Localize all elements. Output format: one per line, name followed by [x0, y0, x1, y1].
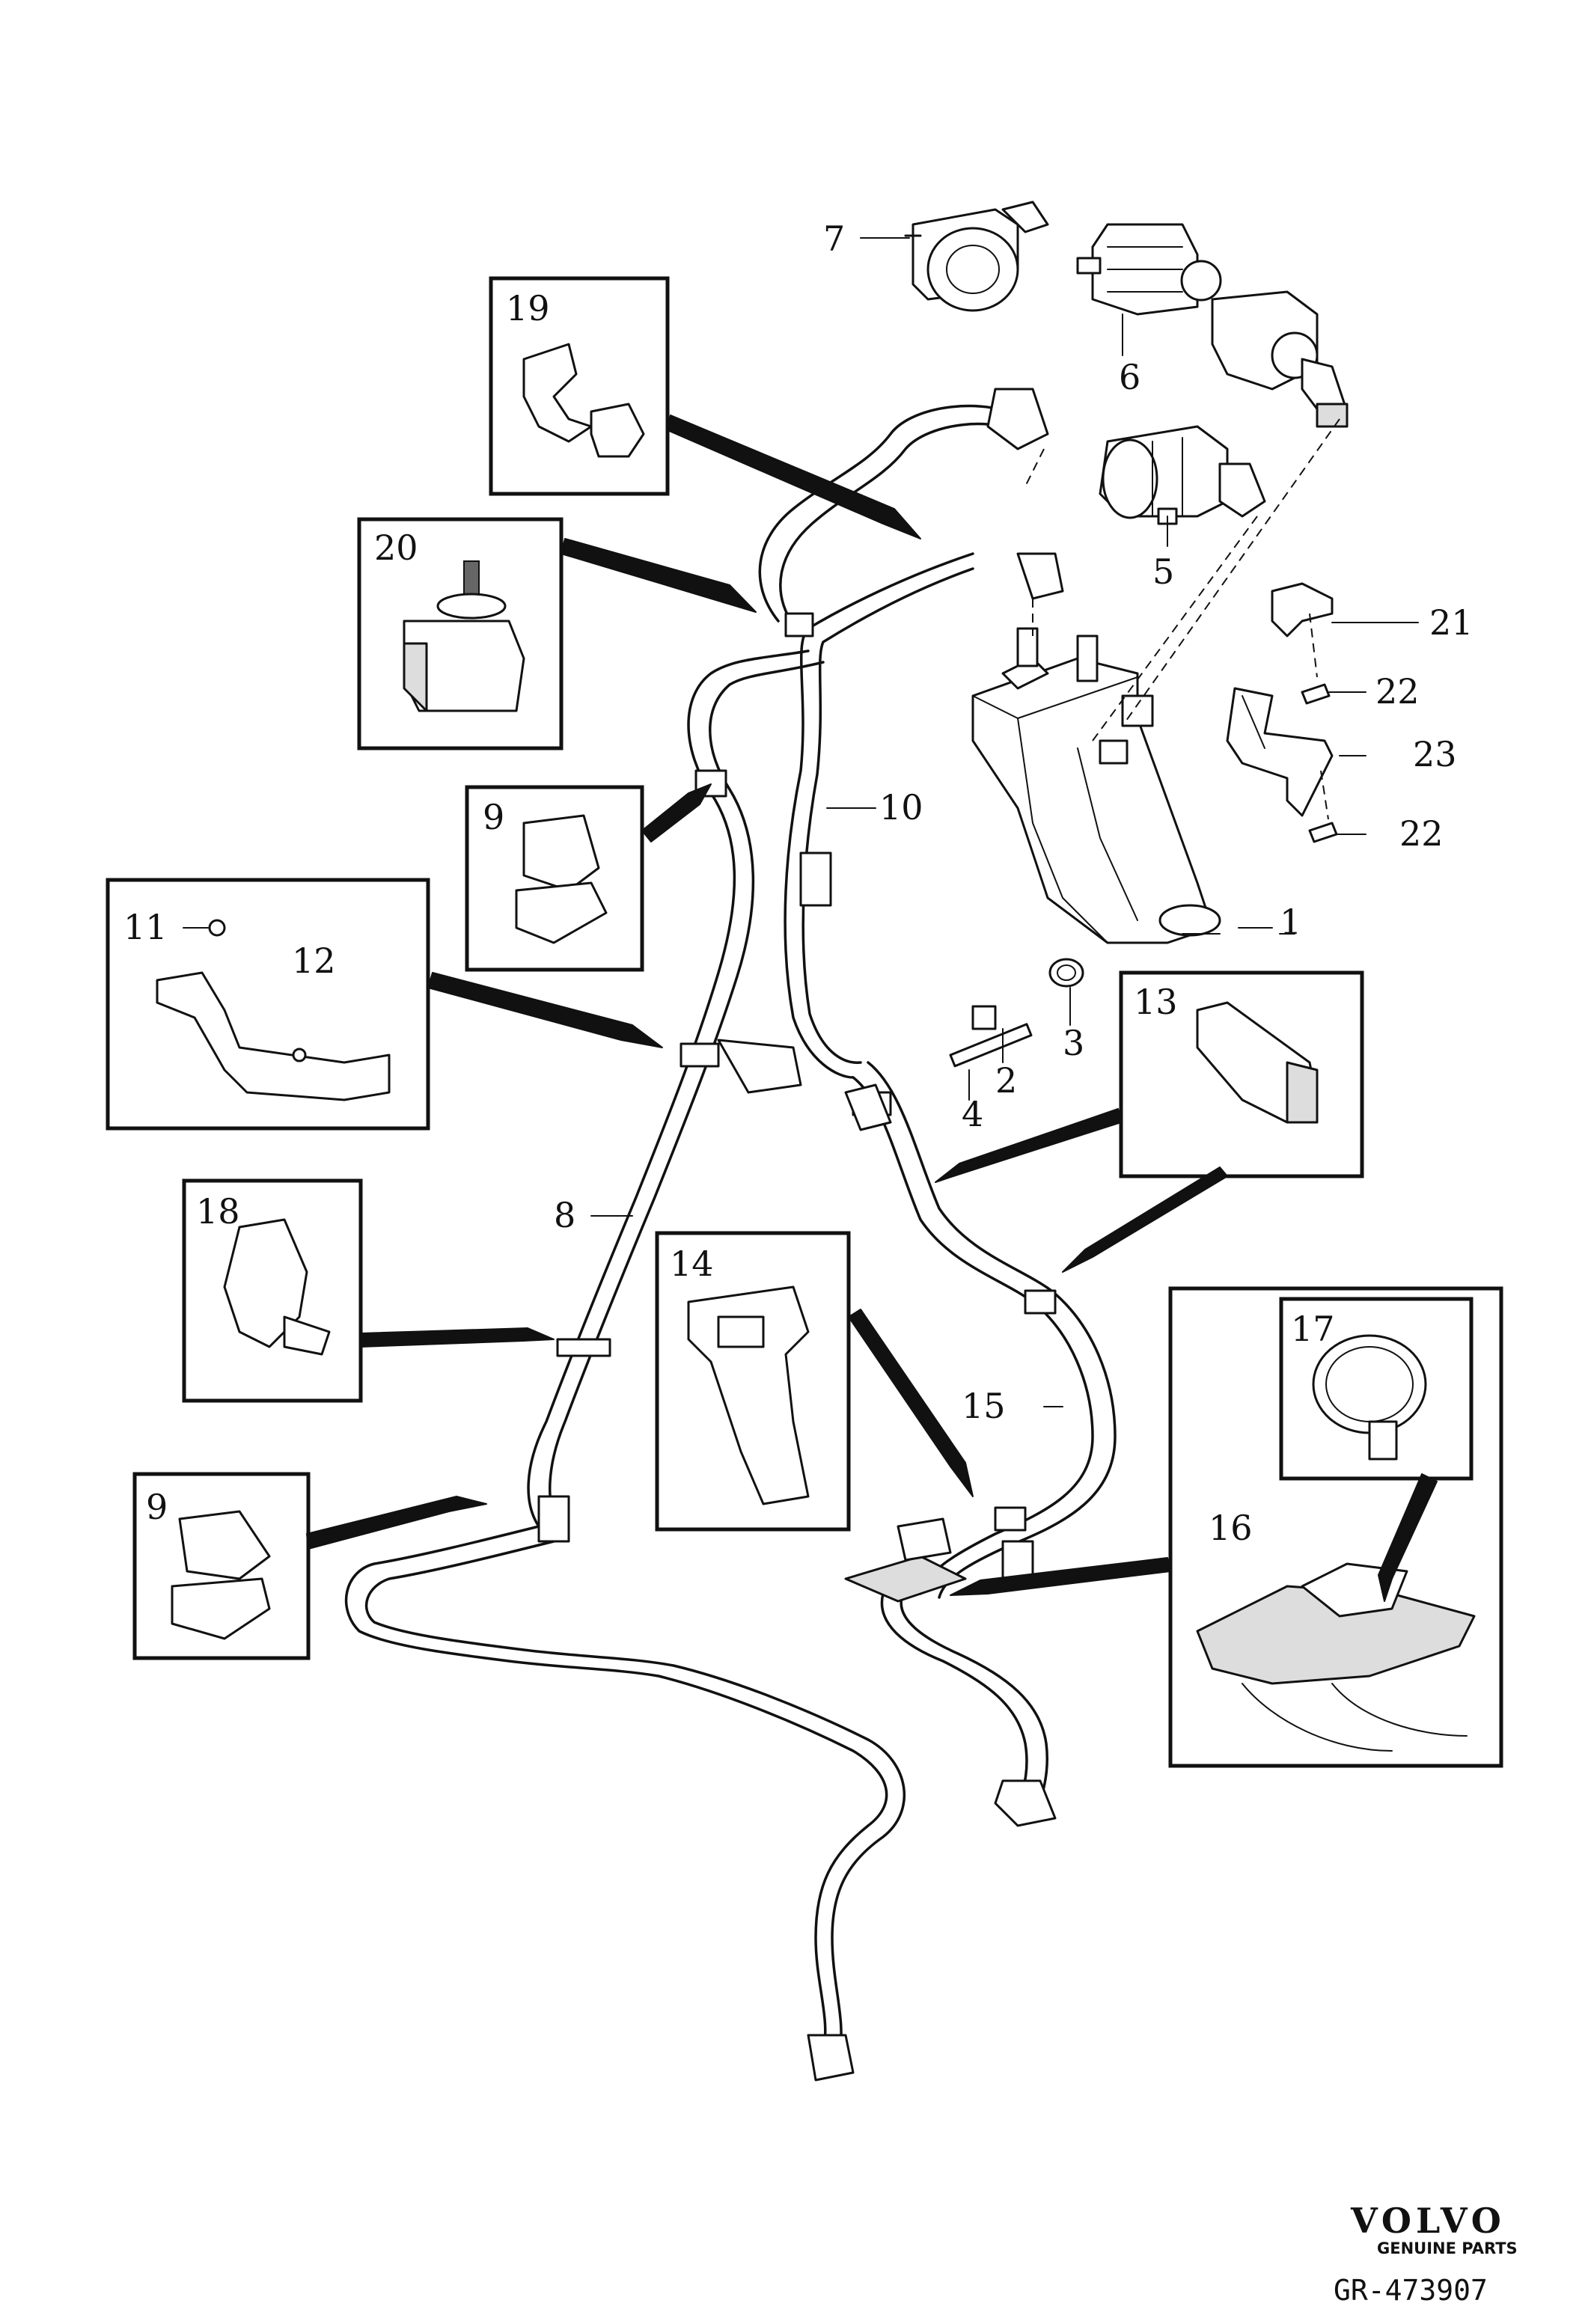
label-5: 5 — [1152, 551, 1174, 592]
label-14: 14 — [670, 1244, 714, 1284]
callout-box-9-upper — [465, 785, 644, 972]
bracket-23 — [1226, 687, 1334, 817]
label-21: 21 — [1429, 602, 1474, 643]
label-1: 1 — [1280, 902, 1301, 942]
label-22-lower: 22 — [1399, 813, 1444, 854]
callout-box-9-lower — [132, 1472, 311, 1660]
floor-mat-16 — [844, 1517, 967, 1603]
label-19: 19 — [506, 288, 550, 328]
bolts-22 — [1301, 683, 1338, 843]
hose-8 — [527, 649, 825, 1528]
label-18: 18 — [196, 1191, 240, 1232]
small-parts-2-3-4 — [949, 958, 1084, 1068]
diagram-reference: GR-473907 — [1334, 2274, 1488, 2307]
hose-10 — [784, 552, 974, 1079]
label-13: 13 — [1134, 982, 1178, 1022]
clip-21 — [1271, 582, 1334, 637]
part-6-valve — [1076, 223, 1222, 316]
label-4: 4 — [962, 1094, 983, 1134]
brand-block: VOLVO GENUINE PARTS GR-473907 — [1334, 2201, 1518, 2307]
hose-upper — [758, 404, 1027, 626]
callout-box-12 — [106, 878, 430, 1131]
label-12: 12 — [292, 941, 336, 981]
label-8: 8 — [554, 1195, 575, 1235]
hose-connectors — [807, 388, 1064, 2082]
dashed-lines — [224, 418, 1340, 1003]
callout-box-13 — [1119, 970, 1364, 1178]
part-7-filter — [904, 201, 1049, 312]
label-7: 7 — [823, 218, 845, 259]
label-9-upper: 9 — [483, 797, 504, 837]
label-15: 15 — [962, 1386, 1006, 1426]
label-22-upper: 22 — [1375, 671, 1420, 712]
callout-arrows — [306, 415, 1438, 1602]
brand-name: VOLVO — [1350, 2201, 1506, 2241]
label-3: 3 — [1063, 1023, 1084, 1063]
label-6: 6 — [1119, 357, 1140, 397]
label-2: 2 — [995, 1060, 1017, 1101]
callout-box-18 — [182, 1178, 363, 1403]
callout-box-14 — [655, 1231, 851, 1532]
callout-box-20 — [357, 517, 564, 750]
hose-15 — [852, 1061, 1117, 1599]
evap-canister — [971, 627, 1221, 944]
label-17: 17 — [1291, 1309, 1335, 1349]
hose-tail — [880, 1592, 1049, 1806]
callout-box-19 — [489, 276, 670, 496]
part-labels: 7 6 5 21 22 23 22 1 3 2 4 10 8 15 11 12 … — [123, 218, 1474, 1548]
part-5-sensor — [1099, 425, 1266, 525]
callout-box-17 — [1279, 1297, 1474, 1481]
label-11: 11 — [123, 907, 168, 947]
part-6-pump — [1211, 290, 1349, 428]
leader-lines — [183, 237, 1419, 1407]
label-23: 23 — [1413, 734, 1457, 774]
label-10: 10 — [879, 787, 923, 828]
label-9-lower: 9 — [146, 1487, 168, 1527]
hose-lower-long — [344, 1525, 906, 2052]
brand-tagline: GENUINE PARTS — [1377, 2239, 1518, 2257]
label-16: 16 — [1209, 1508, 1253, 1548]
label-20: 20 — [374, 528, 418, 568]
